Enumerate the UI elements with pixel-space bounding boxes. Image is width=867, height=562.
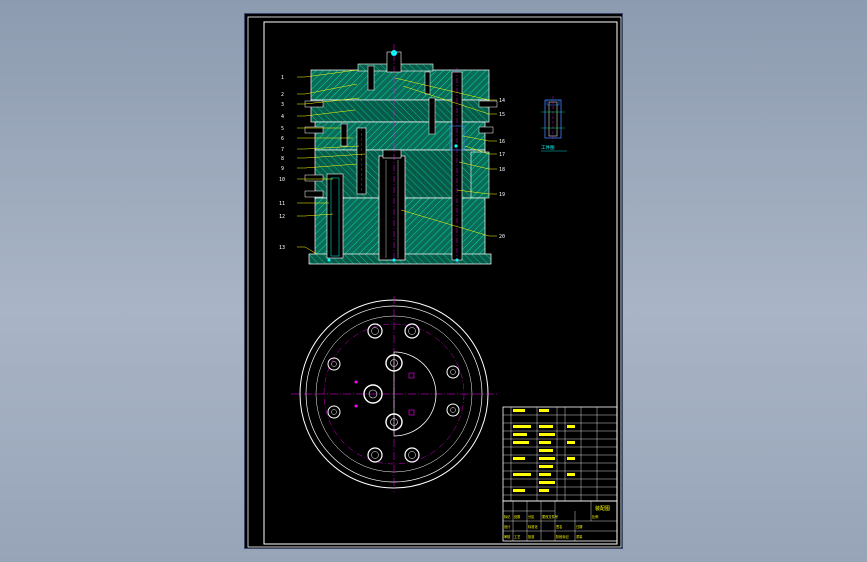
left-cavity [326, 173, 344, 259]
bolt-pattern [327, 323, 460, 463]
title-label-5: 日期 [576, 524, 582, 529]
pin-marks [408, 372, 415, 416]
leader-number-4: 4 [281, 114, 284, 120]
leader-number-2: 2 [281, 92, 284, 98]
title-label-6: 设计 [504, 524, 511, 529]
leader-number-6: 6 [281, 136, 284, 142]
inner-frame [263, 21, 618, 545]
bolts-right [478, 100, 498, 134]
leader-number-12: 12 [279, 214, 285, 220]
leader-number-13: 13 [279, 245, 285, 251]
leader-number-9: 9 [281, 166, 284, 172]
workpiece-detail: 工件图 [541, 96, 567, 152]
title-label-12: 重量 [576, 534, 583, 539]
detail-caption: 工件图 [541, 144, 555, 151]
title-label-2: 分区 [528, 514, 535, 519]
cavity-holes [363, 354, 403, 431]
title-label-9: 工艺 [514, 534, 520, 539]
leader-number-16: 16 [499, 139, 505, 145]
leader-number-15: 15 [499, 112, 505, 118]
leader-lines-left [297, 69, 366, 255]
title-label-11: 阶段标记 [556, 534, 570, 539]
leader-number-19: 19 [499, 192, 505, 198]
right-step [470, 151, 490, 199]
parts-list [502, 406, 618, 502]
leader-number-14: 14 [499, 98, 505, 104]
title-label-8: 审核 [504, 534, 511, 539]
drawing-sheet: 1 2 3 4 5 6 7 8 9 10 11 12 13 14 15 16 1… [244, 13, 623, 549]
section-view: 1 2 3 4 5 6 7 8 9 10 11 12 13 14 15 16 1… [279, 44, 505, 265]
title-block: 装配图 标记 处数 分区 更改文件号 签名 日期 设计 标准化 审核 工艺 批准… [502, 500, 618, 542]
title-block-name: 装配图 [595, 505, 610, 512]
outer-frame [247, 16, 622, 548]
leader-number-20: 20 [499, 234, 505, 240]
title-label-3: 更改文件号 [542, 514, 558, 519]
title-label-1: 处数 [514, 514, 521, 519]
internal-screws [340, 65, 436, 147]
title-label-0: 标记 [504, 514, 511, 519]
title-label-7: 标准化 [528, 524, 538, 529]
leader-number-18: 18 [499, 167, 505, 173]
leader-number-1: 1 [281, 75, 284, 81]
title-label-10: 批准 [528, 534, 535, 539]
bolts-left [304, 100, 324, 198]
cyan-markers [327, 144, 459, 262]
leader-number-11: 11 [279, 201, 285, 207]
title-label-4: 签名 [556, 524, 562, 529]
leader-number-17: 17 [499, 152, 505, 158]
cad-drawing: 1 2 3 4 5 6 7 8 9 10 11 12 13 14 15 16 1… [247, 16, 622, 548]
leader-number-8: 8 [281, 156, 284, 162]
leader-number-5: 5 [281, 126, 284, 132]
leader-number-3: 3 [281, 102, 284, 108]
leader-lines-right [394, 77, 497, 237]
central-punch [378, 155, 406, 261]
title-label-13: 比例 [592, 514, 598, 519]
leader-number-7: 7 [281, 147, 284, 153]
plan-view [291, 296, 497, 492]
leader-number-10: 10 [279, 177, 285, 183]
parts-list-entries [513, 409, 575, 492]
punch-head [382, 149, 402, 159]
